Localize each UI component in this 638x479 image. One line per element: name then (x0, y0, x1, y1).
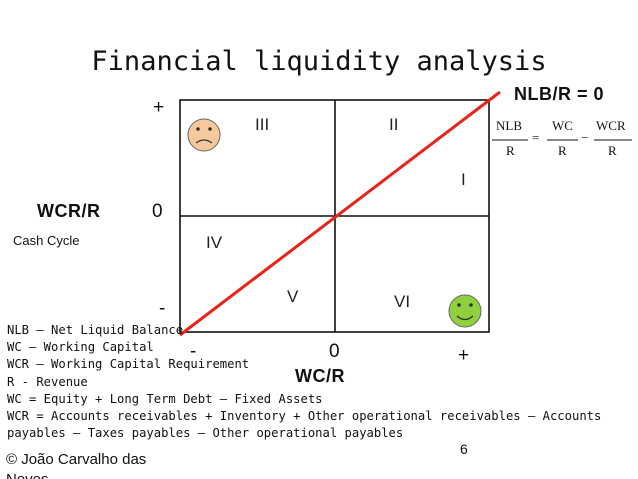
legend-line: WCR = Accounts receivables + Inventory +… (7, 409, 602, 424)
legend: NLB – Net Liquid Balance WC – Working Ca… (7, 322, 601, 442)
legend-line: WCR – Working Capital Requirement (7, 357, 250, 372)
legend-line: NLB – Net Liquid Balance (7, 323, 184, 337)
formula-wc-den: R (558, 143, 567, 158)
legend-line: WC = Equity + Long Term Debt – Fixed Ass… (7, 391, 323, 406)
region-5-label: V (287, 287, 299, 306)
formula-wcr-den: R (608, 143, 617, 158)
y-axis-title: WCR/R (37, 201, 101, 221)
line-label: NLB/R = 0 (514, 84, 605, 104)
x-axis-title: WC/R (295, 366, 345, 386)
region-4-label: IV (206, 233, 223, 252)
region-1-label: I (461, 170, 466, 189)
region-2-label: II (389, 115, 399, 134)
legend-line: WC – Working Capital (7, 340, 154, 355)
formula-equals: = (532, 130, 540, 145)
sad-face-icon (187, 118, 221, 152)
happy-face-icon (448, 294, 482, 328)
x-axis-zero: 0 (329, 341, 340, 362)
formula-lhs-den: R (506, 143, 515, 158)
y-axis-plus: + (153, 97, 165, 118)
legend-line: payables – Taxes payables – Other operat… (7, 426, 404, 441)
nlb-zero-line (179, 90, 501, 337)
y-axis-zero: 0 (152, 201, 163, 222)
formula-wc-num: WC (552, 118, 573, 133)
page-title: Financial liquidity analysis (91, 46, 547, 77)
legend-line: R - Revenue (7, 374, 88, 389)
copyright: © João Carvalho das Neves (6, 451, 147, 479)
formula-lhs-num: NLB (496, 118, 522, 133)
formula-minus: − (581, 130, 589, 145)
page-number: 6 (460, 441, 468, 457)
x-axis-minus: - (190, 341, 197, 362)
region-6-label: VI (394, 292, 411, 311)
y-axis-subtitle: Cash Cycle (13, 233, 80, 248)
region-3-label: III (255, 115, 270, 134)
x-axis-plus: + (458, 345, 470, 366)
formula-wcr-num: WCR (596, 118, 626, 133)
y-axis-minus: - (159, 298, 166, 319)
